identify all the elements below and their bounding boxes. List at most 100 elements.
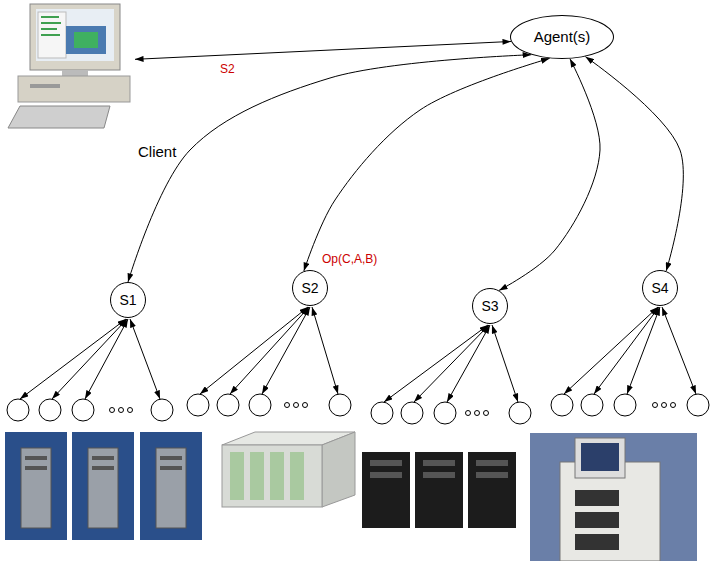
server (468, 452, 516, 528)
ellipsis-dot (466, 411, 471, 416)
node-text: S4 (651, 280, 668, 296)
drawer (575, 534, 619, 550)
connector (499, 59, 600, 291)
ellipsis-dot (285, 403, 290, 408)
keyboard (8, 106, 110, 128)
server-circle: S2 (292, 270, 328, 306)
worker-circle (509, 402, 531, 424)
ellipsis-dot (484, 411, 489, 416)
worker-nodes (7, 394, 709, 424)
slot (160, 466, 182, 470)
panel (270, 452, 284, 500)
server (362, 452, 410, 528)
worker-circle (551, 394, 573, 416)
edge-label: S2 (218, 62, 237, 76)
worker-link (414, 325, 489, 402)
cluster-cabinet (222, 432, 355, 507)
client-computer (8, 4, 130, 128)
screen (36, 9, 114, 61)
ellipsis-dot (653, 403, 658, 408)
edge-label: Op(C,A,B) (320, 252, 379, 266)
slot (160, 456, 182, 460)
slot (92, 456, 114, 460)
agent-ellipse: Agent(s) (510, 15, 614, 59)
photo-ground (72, 432, 134, 540)
server-circle: S3 (472, 288, 508, 324)
tower (21, 448, 51, 528)
photo-ground (5, 432, 67, 540)
drawer (575, 490, 619, 506)
worker-link (312, 307, 338, 394)
worker-link (230, 307, 309, 394)
worker-circle (371, 402, 393, 424)
worker-circle (151, 399, 173, 421)
photo-ground (530, 433, 697, 561)
worker-circle (72, 399, 94, 421)
server-circle: S4 (642, 270, 678, 306)
server (415, 452, 463, 528)
bay (423, 472, 455, 478)
monitor (575, 438, 625, 478)
slot (25, 466, 47, 470)
worker-link (384, 325, 488, 402)
worker-link (20, 319, 126, 399)
worker-circle (217, 394, 239, 416)
worker-link (85, 319, 128, 399)
panel (230, 452, 244, 500)
list-line (41, 28, 57, 30)
screen (581, 443, 619, 471)
slot (25, 456, 47, 460)
drive-slot (30, 84, 60, 88)
worker-link (662, 307, 696, 394)
worker-circle (687, 394, 709, 416)
server-photos (362, 452, 516, 528)
worker-circle (187, 394, 209, 416)
bay (476, 460, 508, 466)
worker-link (627, 307, 660, 394)
connector (304, 58, 550, 271)
node-text: S3 (481, 298, 498, 314)
panel (250, 452, 264, 500)
slot (92, 466, 114, 470)
window (38, 12, 66, 58)
connector (128, 55, 531, 282)
window (66, 26, 106, 54)
worker-circle (401, 402, 423, 424)
tower (156, 448, 186, 528)
bay (423, 460, 455, 466)
desktop-case (18, 76, 130, 102)
ellipsis-dot (110, 408, 115, 413)
workstation-photos (5, 432, 202, 540)
worker-link (262, 307, 310, 394)
photo-ground (140, 432, 202, 540)
list-line (41, 22, 61, 24)
cabinet-front (222, 445, 322, 507)
worker-circle (39, 399, 61, 421)
worker-circle (329, 394, 351, 416)
panel (290, 452, 304, 500)
node-text: Client (138, 143, 176, 160)
worker-circle (614, 394, 636, 416)
connector (135, 41, 511, 59)
ellipsis-dot (303, 403, 308, 408)
ellipsis-dot (294, 403, 299, 408)
node-text: Agent(s) (534, 28, 591, 45)
worker-links (20, 307, 696, 402)
worker-circle (434, 402, 456, 424)
connector (585, 57, 683, 271)
worker-link (130, 319, 160, 399)
server-circle: S1 (110, 282, 146, 318)
worker-link (52, 319, 127, 399)
ellipsis-dot (662, 403, 667, 408)
node-text: S1 (119, 292, 136, 308)
worker-circle (581, 394, 603, 416)
list-line (41, 16, 59, 18)
worker-link (200, 307, 308, 394)
worker-link (447, 325, 490, 402)
worker-circle (249, 394, 271, 416)
ellipsis-dot (475, 411, 480, 416)
tower (88, 448, 118, 528)
ellipsis-dot (119, 408, 124, 413)
client-station: Client (5, 0, 135, 130)
